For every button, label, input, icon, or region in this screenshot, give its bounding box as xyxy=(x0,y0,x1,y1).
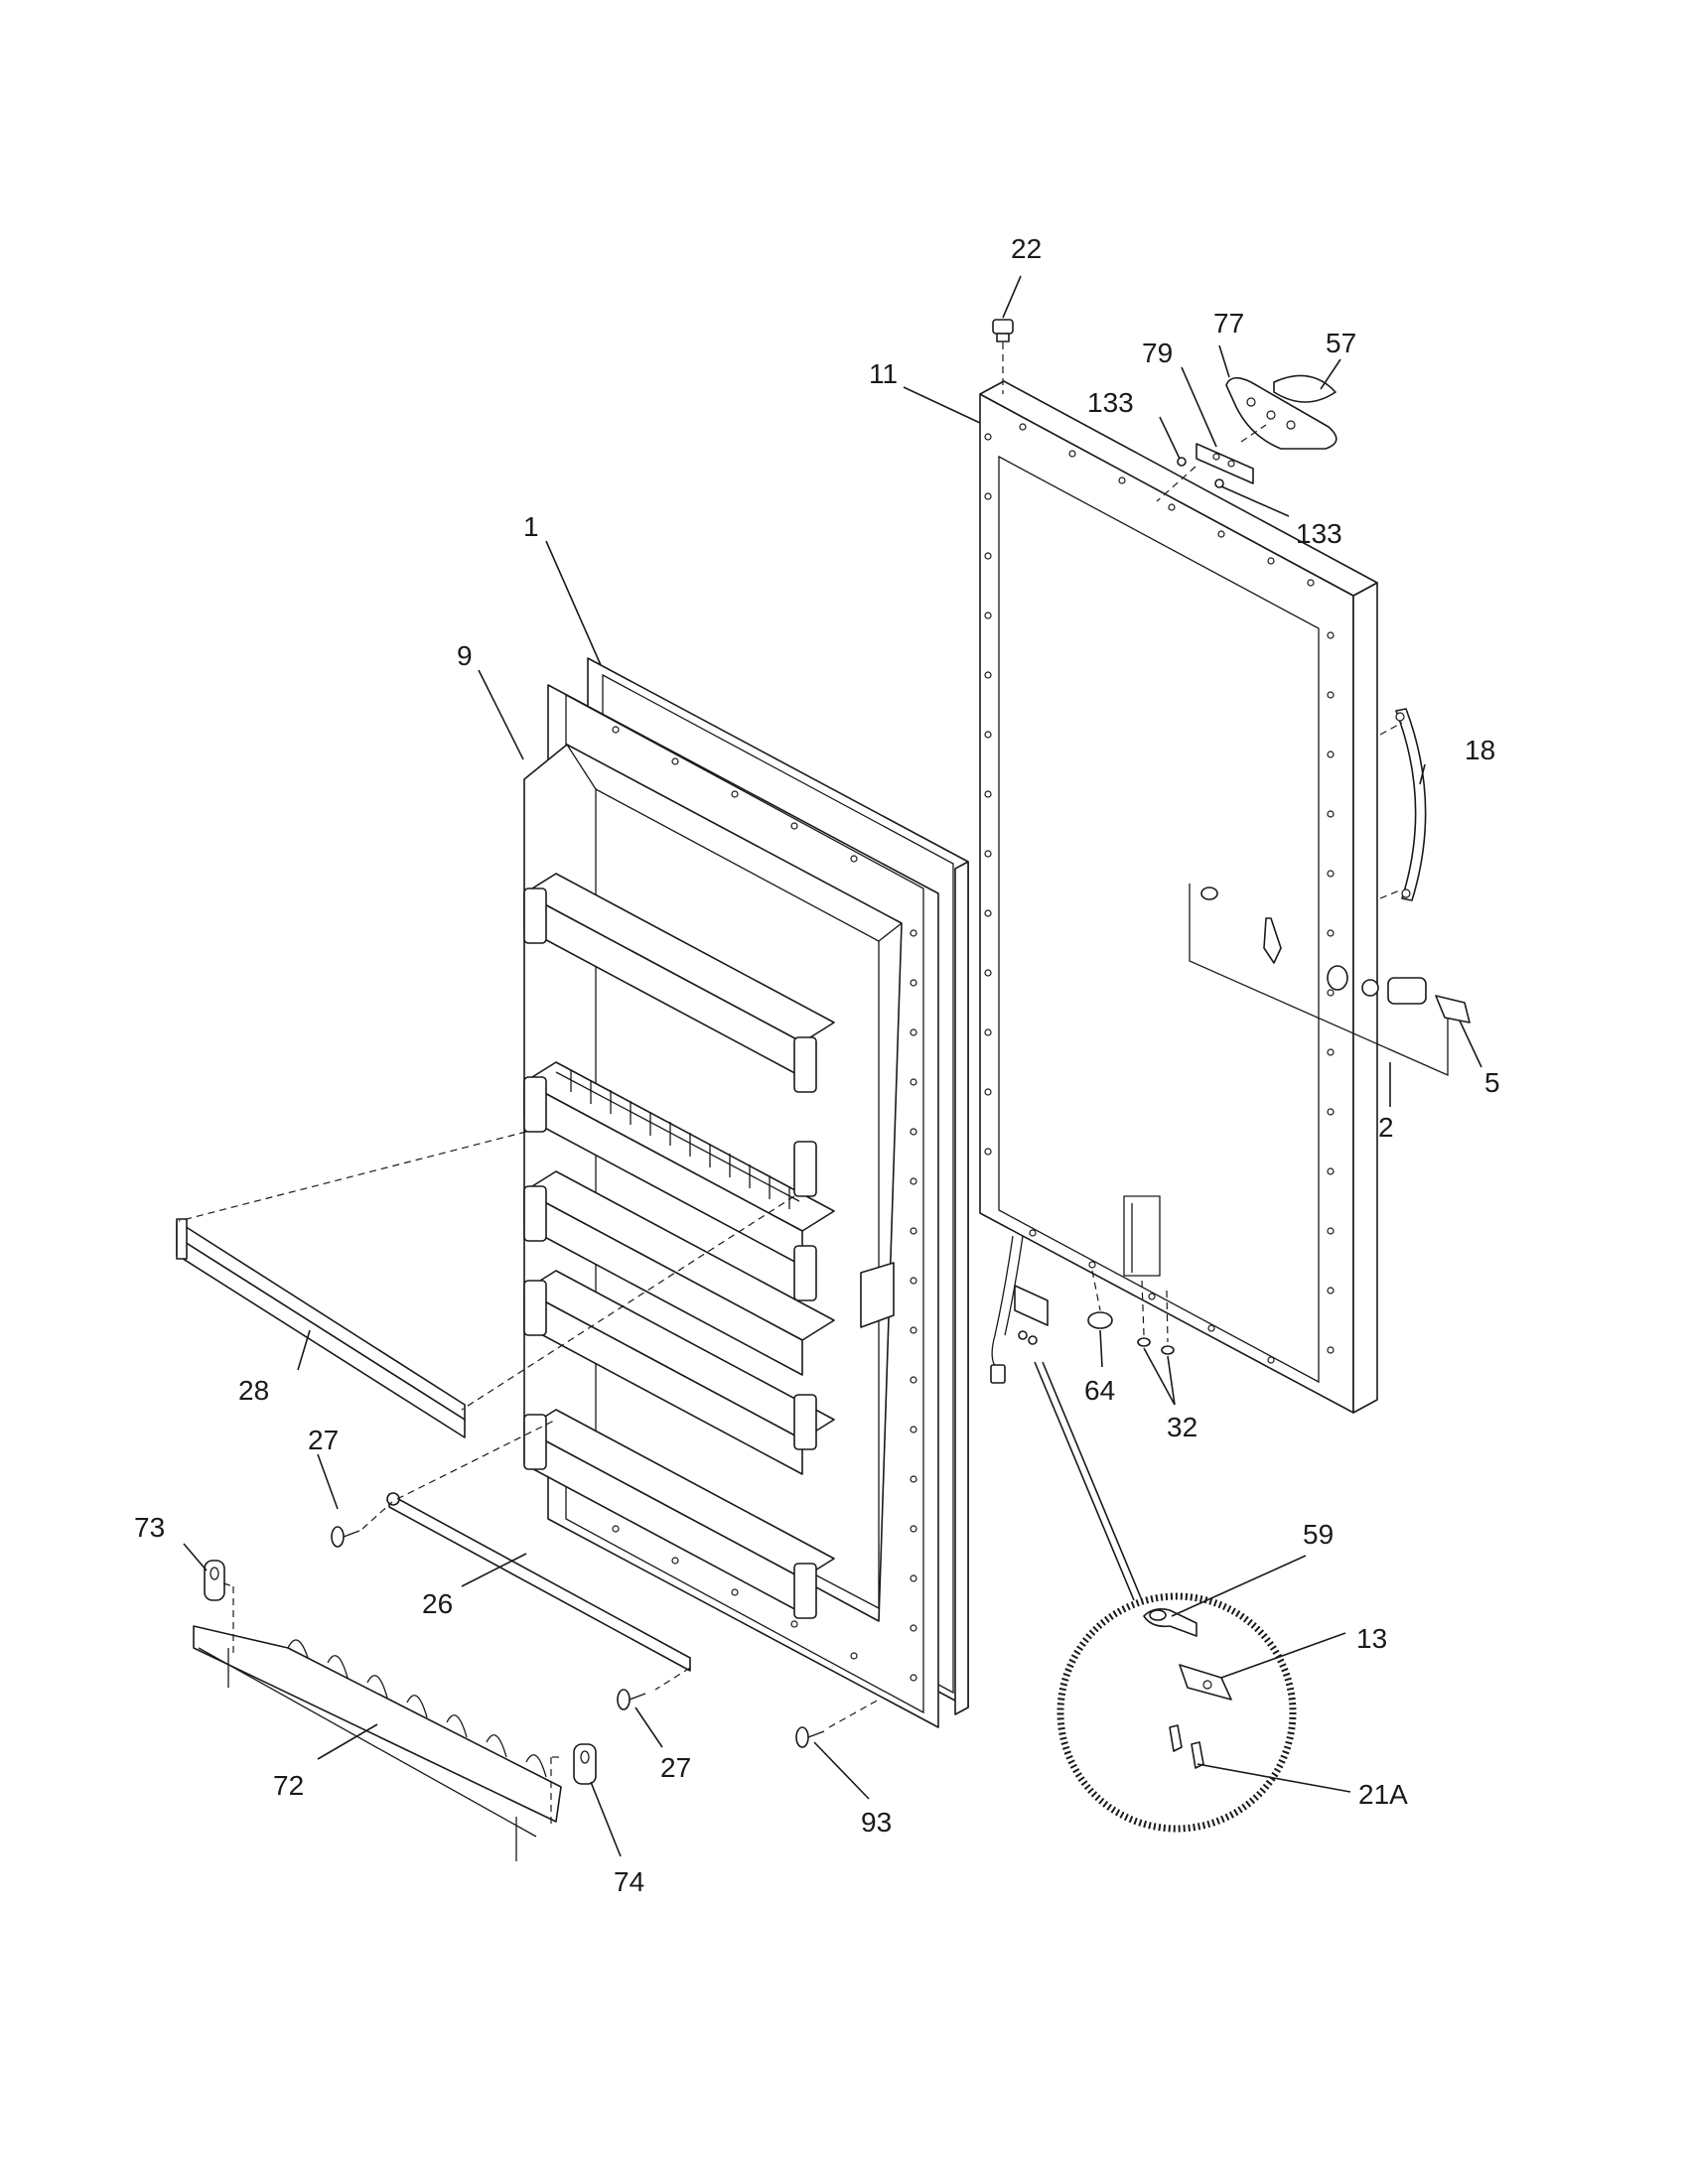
wire-rack-grille xyxy=(556,1070,799,1209)
callout-27-upper: 27 xyxy=(308,1425,339,1455)
bracket-79 xyxy=(1196,444,1253,483)
callout-79: 79 xyxy=(1142,338,1173,368)
washers-32 xyxy=(1138,1338,1174,1354)
door-shelf xyxy=(524,1410,834,1618)
inner-door-panel xyxy=(524,685,938,1727)
outer-door-panel xyxy=(980,381,1377,1413)
callout-72: 72 xyxy=(273,1770,304,1801)
callout-73: 73 xyxy=(134,1512,165,1543)
leader-lines xyxy=(184,276,1481,1856)
door-shelf xyxy=(524,1171,834,1375)
outer-door-holes xyxy=(985,424,1334,1363)
callout-133-lower: 133 xyxy=(1296,518,1342,549)
inner-door-holes xyxy=(613,727,916,1681)
callout-11: 11 xyxy=(869,358,898,389)
hinge-detail-circle xyxy=(1035,1362,1293,1829)
callout-21a: 21A xyxy=(1358,1779,1408,1810)
screw-93 xyxy=(796,1727,824,1747)
hinge-bracket-13 xyxy=(1180,1665,1231,1700)
callout-74: 74 xyxy=(614,1866,644,1897)
callout-64: 64 xyxy=(1084,1375,1115,1406)
gasket-64 xyxy=(1088,1312,1112,1328)
retainer-bar-26 xyxy=(387,1493,690,1671)
callout-93: 93 xyxy=(861,1807,892,1838)
hinge-wire-harness xyxy=(991,1236,1048,1383)
callout-26: 26 xyxy=(422,1588,453,1619)
callout-9: 9 xyxy=(457,640,473,671)
shelf-28 xyxy=(177,1219,465,1437)
callout-32: 32 xyxy=(1167,1412,1197,1442)
assembly-lines xyxy=(179,342,1402,1827)
door-shelves xyxy=(524,874,834,1618)
callout-27-lower: 27 xyxy=(660,1752,691,1783)
callout-57: 57 xyxy=(1326,328,1356,358)
door-shelf xyxy=(524,1062,834,1266)
callout-2: 2 xyxy=(1378,1112,1394,1143)
hinge-pin-plate-59 xyxy=(1144,1609,1196,1636)
screw-27-lower xyxy=(618,1690,645,1709)
callout-13: 13 xyxy=(1356,1623,1387,1654)
screw-133-upper xyxy=(1178,458,1186,466)
callout-133-upper: 133 xyxy=(1087,387,1134,418)
lens-57 xyxy=(1274,375,1336,402)
plug-22 xyxy=(993,320,1013,341)
basket-clip-74 xyxy=(574,1744,596,1784)
door-shelf xyxy=(524,1271,834,1474)
callout-5: 5 xyxy=(1484,1067,1500,1098)
door-shelf xyxy=(524,874,834,1092)
basket-clip-73 xyxy=(205,1561,224,1600)
callout-22: 22 xyxy=(1011,233,1042,264)
wire-basket-72 xyxy=(194,1626,561,1861)
screw-27-upper xyxy=(332,1527,359,1547)
callout-labels: 22 11 1 9 77 57 79 133 133 18 5 2 64 32 … xyxy=(134,233,1500,1897)
handle-18 xyxy=(1396,709,1426,900)
callout-1: 1 xyxy=(523,511,539,542)
callout-77: 77 xyxy=(1213,308,1244,339)
callout-59: 59 xyxy=(1303,1519,1334,1550)
screws-21a xyxy=(1170,1725,1203,1768)
control-housing-77 xyxy=(1226,378,1336,449)
callout-28: 28 xyxy=(238,1375,269,1406)
screw-133-lower xyxy=(1215,479,1223,487)
lock-assembly xyxy=(1190,884,1470,1075)
callout-18: 18 xyxy=(1465,735,1495,765)
